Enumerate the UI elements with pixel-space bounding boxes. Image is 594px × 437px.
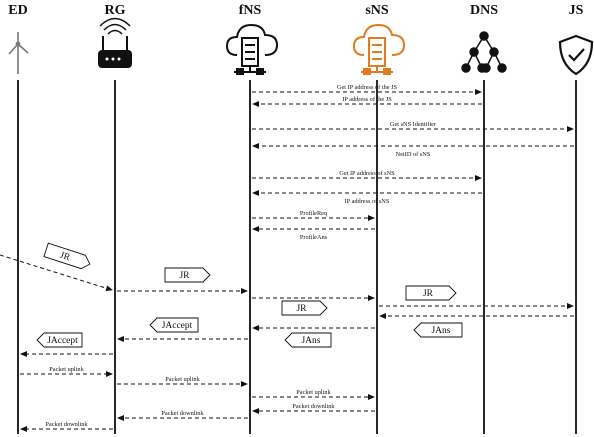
shield-check-icon <box>558 34 594 76</box>
message-tag <box>149 317 199 333</box>
message-label: IP address of the JS <box>342 96 392 103</box>
actor-label-fns: fNS <box>238 3 262 18</box>
message-tag-label: JAns <box>431 326 450 336</box>
message-arrow <box>0 254 113 292</box>
cloud-server-icon-orange <box>352 23 406 75</box>
actor-label-dns: DNS <box>469 3 498 18</box>
message-label: Packet downlink <box>292 403 335 410</box>
actor-label-sns: sNS <box>365 3 389 18</box>
cloud-server-icon <box>225 23 279 75</box>
message-label: Packet uplink <box>165 376 200 383</box>
message-label: Get sNS Identifier <box>390 121 437 128</box>
router-icon <box>98 17 132 68</box>
message-label: Get IP address of sNS <box>339 170 395 177</box>
message-tag <box>281 300 328 316</box>
message-label: Packet uplink <box>49 366 84 373</box>
message-tag <box>405 285 457 301</box>
message-tag <box>36 332 83 348</box>
message-label: NetID of sNS <box>396 151 431 158</box>
message-tag-label: JAccept <box>47 336 78 346</box>
message-tag-label: JR <box>59 251 72 264</box>
message-tag <box>43 242 91 270</box>
message-tag-label: JR <box>423 289 434 299</box>
wind-turbine-icon <box>8 32 29 74</box>
message-tag <box>284 332 332 348</box>
messages: Get IP address of the JS IP address of th… <box>0 84 574 432</box>
message-label: Packet uplink <box>296 389 331 396</box>
message-tag <box>413 322 463 338</box>
message-tag-label: JAns <box>301 336 320 346</box>
message-tag-label: JAccept <box>162 321 193 331</box>
message-label: ProfileAns <box>300 234 328 241</box>
message-tag-label: JR <box>296 304 307 314</box>
message-label: Get IP address of the JS <box>337 84 398 91</box>
message-label: ProfileReq <box>300 210 328 217</box>
message-label: IP address of sNS <box>345 198 390 205</box>
message-label: Packet downlink <box>45 421 88 428</box>
network-tree-icon <box>461 31 507 73</box>
actor-label-ed: ED <box>8 3 28 18</box>
message-label: Packet downlink <box>161 410 204 417</box>
message-tag-label: JR <box>179 271 190 281</box>
message-tag <box>164 267 211 283</box>
actor-label-js: JS <box>568 3 584 18</box>
lifelines <box>17 80 577 434</box>
actor-label-rg: RG <box>104 3 126 18</box>
